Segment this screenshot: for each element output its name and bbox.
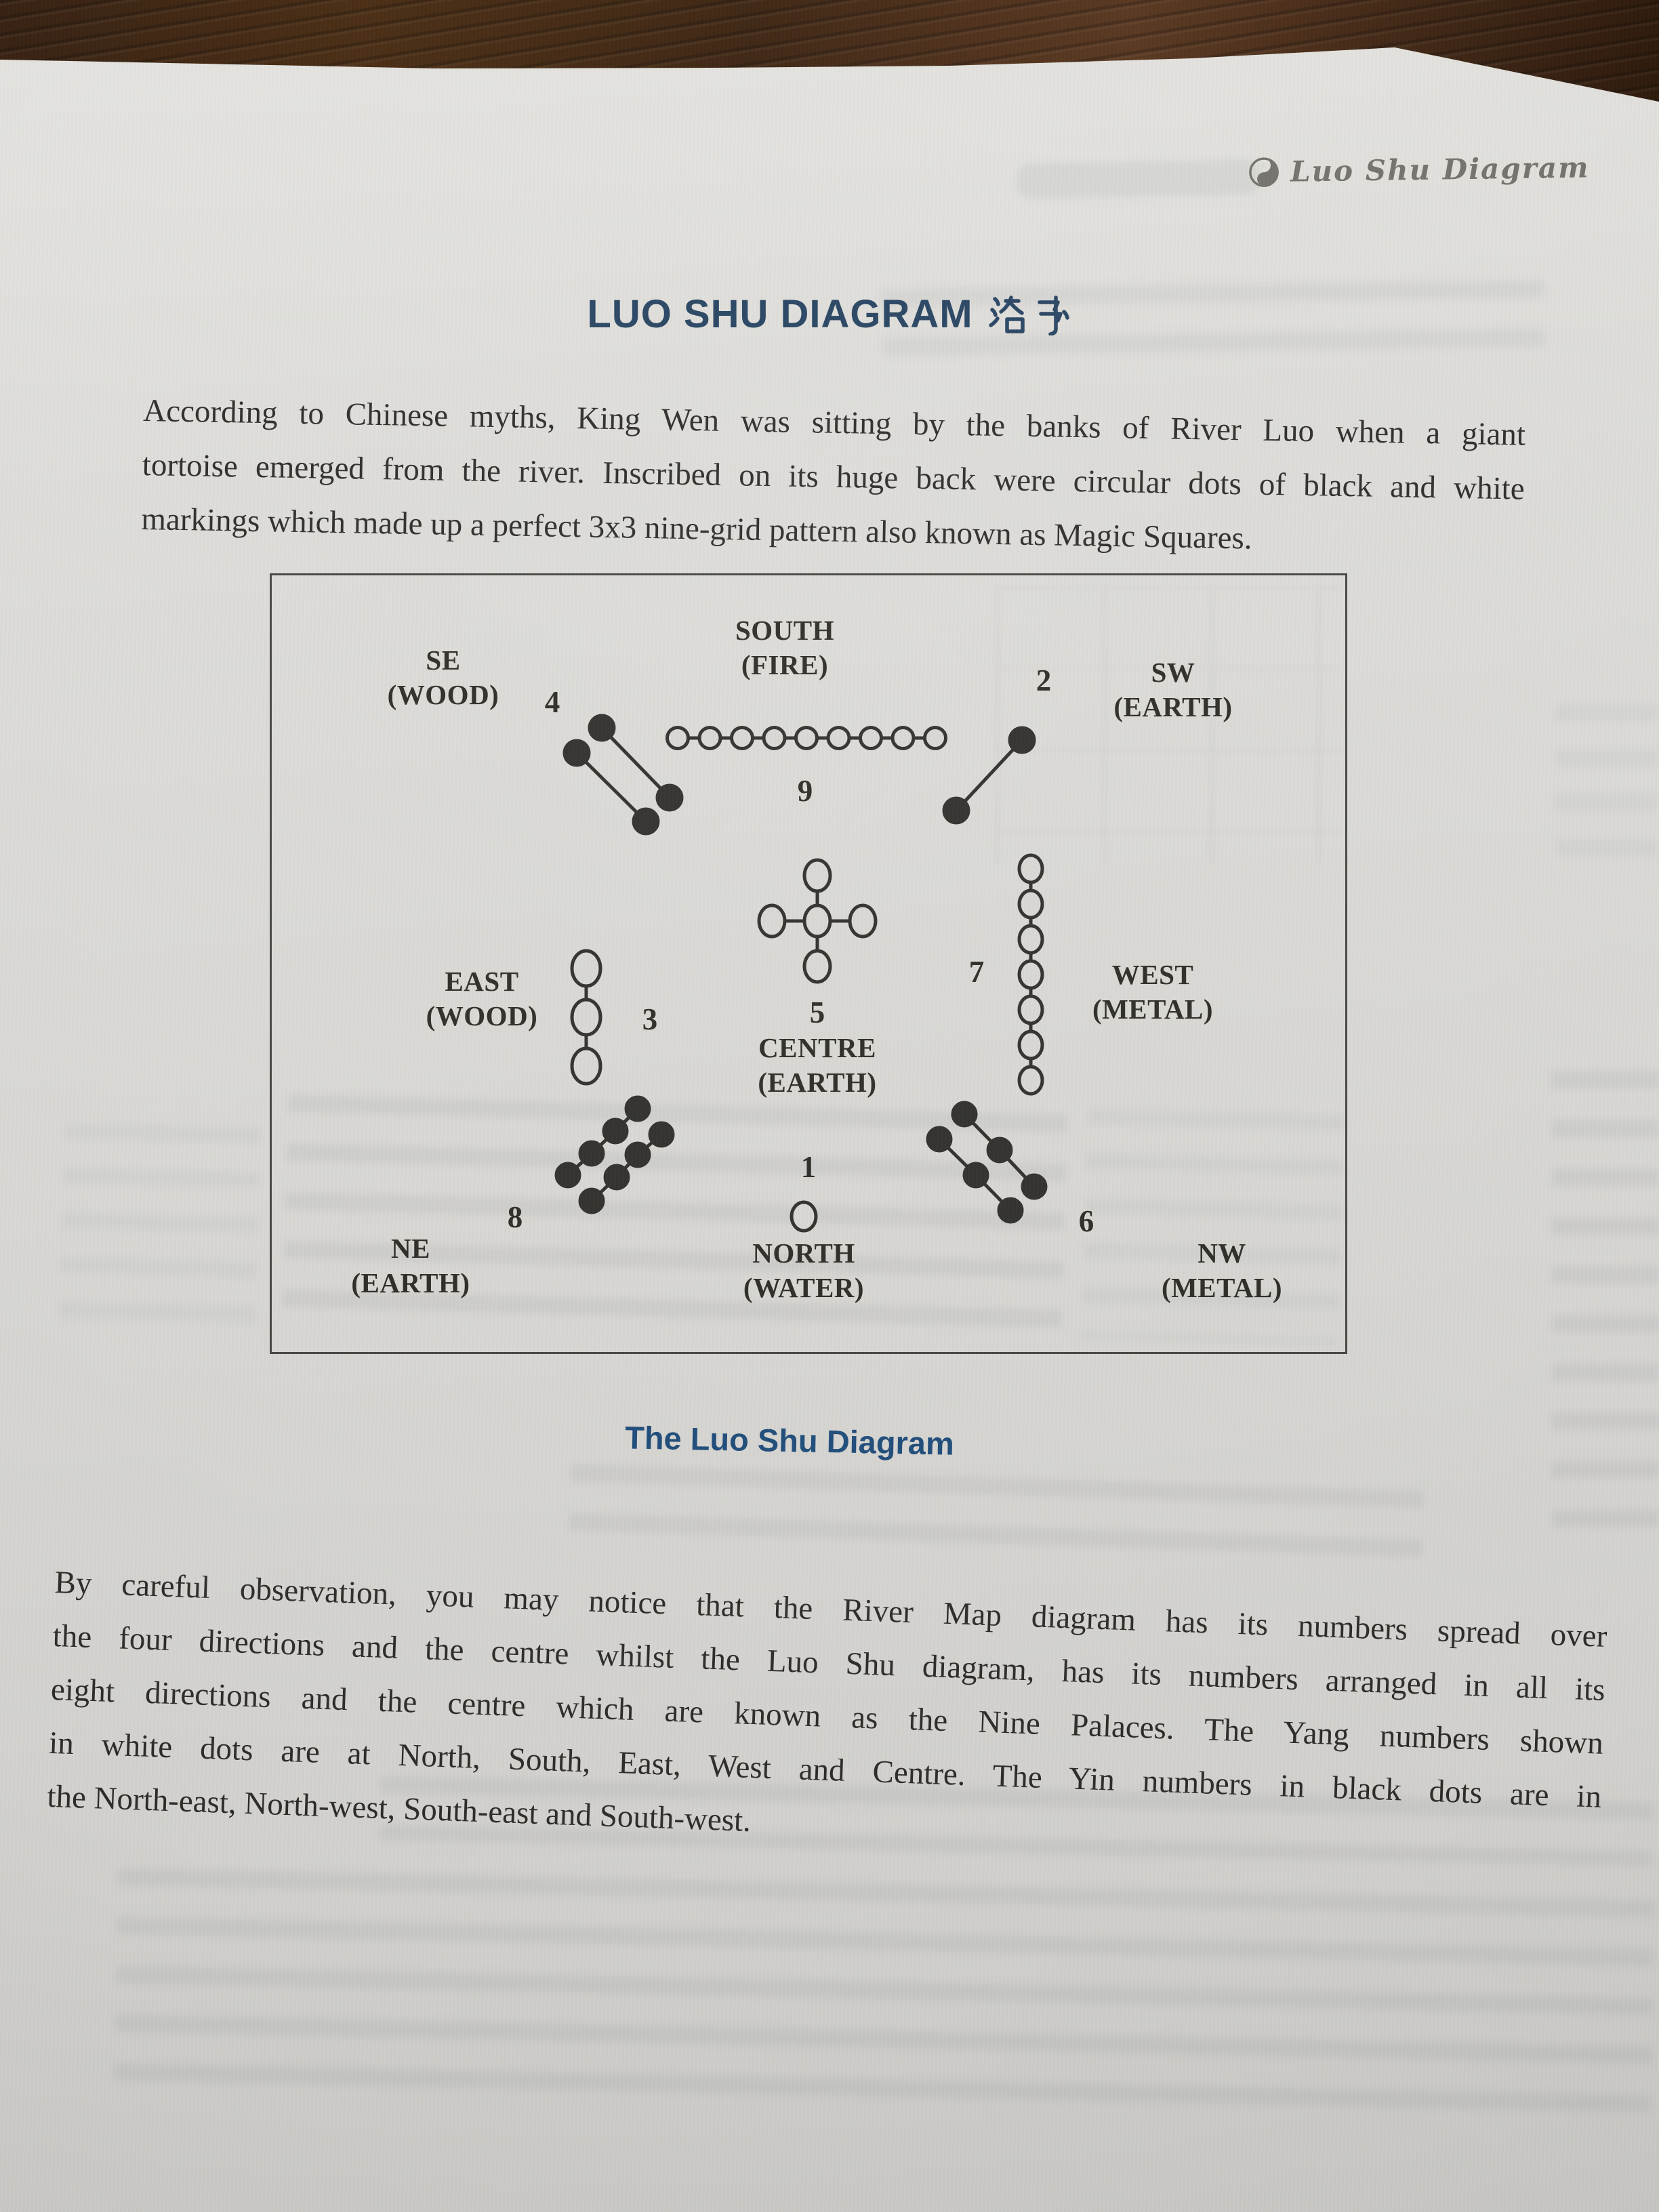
intro-paragraph: According to Chinese myths, King Wen was… — [141, 384, 1526, 571]
south-dots-white-9 — [665, 726, 947, 750]
page-title-text: LUO SHU DIAGRAM — [587, 292, 973, 336]
desk-wood-background — [0, 0, 1659, 102]
bleed-through — [112, 1868, 1656, 2137]
bleed-through — [58, 1122, 261, 1351]
east-dots-white-3 — [570, 949, 602, 1086]
palace-se-number: 4 — [544, 685, 560, 719]
body-paragraph: By careful observation, you may notice t… — [46, 1556, 1607, 1878]
palace-sw-label: SW (EARTH) — [1113, 657, 1233, 722]
palace-north-label: NORTH (WATER) — [743, 1237, 865, 1303]
palace-west-number: 7 — [968, 955, 985, 989]
palace-south-label: SOUTH (FIRE) — [735, 615, 835, 680]
luo-shu-diagram-frame: SE (WOOD) SOUTH (FIRE) SW (EARTH) EAST (… — [270, 573, 1347, 1354]
palace-sw-number: 2 — [1036, 663, 1052, 697]
palace-se-label: SE (WOOD) — [387, 644, 499, 710]
palace-east-number: 3 — [642, 1002, 658, 1036]
bleed-through — [568, 1464, 1425, 1562]
bleed-through — [1016, 159, 1261, 199]
palace-nw-number: 6 — [1078, 1204, 1094, 1238]
palace-centre-number: 5 — [809, 996, 825, 1029]
page-header-script: Luo Shu Diagram — [1248, 150, 1590, 188]
bleed-through — [1555, 705, 1657, 861]
page-title: LUO SHU DIAGRAM — [0, 291, 1659, 337]
palace-west-label: WEST (METAL) — [1092, 959, 1214, 1025]
luo-shu-diagram-graphic — [554, 714, 1048, 1233]
palace-nw-label: NW (METAL) — [1161, 1237, 1283, 1303]
palace-north-number: 1 — [800, 1150, 817, 1184]
palace-east-label: EAST (WOOD) — [426, 966, 538, 1031]
ne-dots-black-8 — [554, 1095, 675, 1214]
sw-dots-black-2 — [942, 726, 1036, 825]
palace-ne-number: 8 — [507, 1200, 523, 1234]
title-cjk-characters — [988, 295, 1069, 335]
nw-dots-black-6 — [926, 1101, 1048, 1224]
west-dots-white-7 — [1017, 853, 1044, 1096]
centre-dots-white-5 — [757, 858, 878, 984]
palace-ne-label: NE (EARTH) — [351, 1233, 470, 1298]
diagram-caption: The Luo Shu Diagram — [624, 1419, 955, 1462]
north-dot-white-1 — [790, 1200, 818, 1233]
se-dots-black-4 — [562, 714, 684, 836]
yin-yang-icon — [1249, 157, 1279, 187]
palace-centre-label: CENTRE (EARTH) — [758, 1032, 877, 1098]
palace-south-number: 9 — [797, 774, 813, 808]
page-header-text: Luo Shu Diagram — [1290, 150, 1590, 188]
